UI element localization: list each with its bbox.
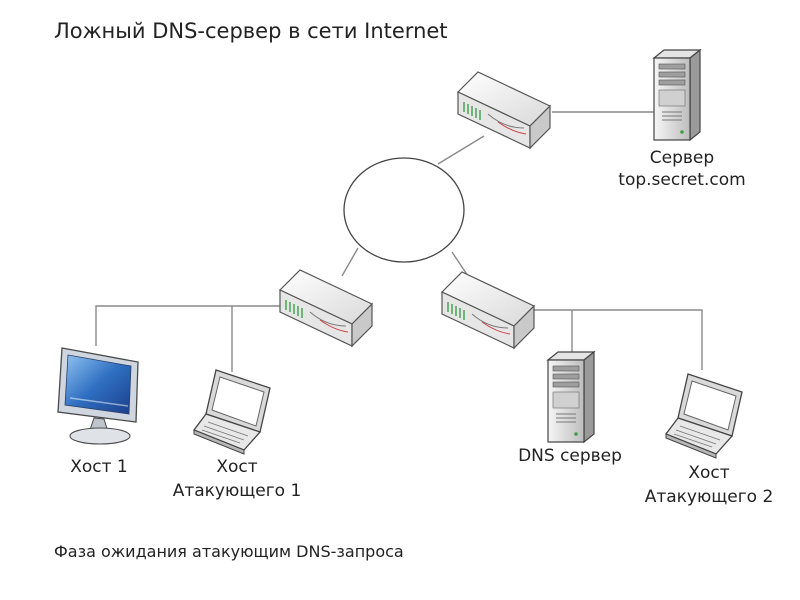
web-server-icon bbox=[653, 49, 701, 141]
diagram-title: Ложный DNS-сервер в сети Internet bbox=[54, 19, 448, 43]
host1-label: Хост 1 bbox=[70, 457, 128, 477]
attacker1-laptop-icon bbox=[193, 369, 271, 455]
internet-cloud bbox=[343, 157, 465, 263]
link-cloud-right-router bbox=[451, 251, 469, 277]
attacker2-label-line2: Атакующего 2 bbox=[645, 487, 774, 507]
attacker2-laptop-icon bbox=[665, 373, 743, 459]
dns-server-icon bbox=[547, 351, 595, 443]
attacker2-label-line1: Хост bbox=[688, 463, 729, 483]
router-left-icon bbox=[279, 269, 373, 347]
network-links bbox=[95, 111, 703, 372]
router-right-icon bbox=[441, 271, 535, 349]
link-right-router-attacker2 bbox=[528, 309, 703, 370]
attacker1-label-line1: Хост bbox=[216, 457, 257, 477]
server-label-line1: Сервер bbox=[650, 148, 714, 168]
link-left-router-host1 bbox=[95, 305, 288, 346]
diagram-caption: Фаза ожидания атакующим DNS-запроса bbox=[54, 542, 404, 561]
link-top-router-cloud bbox=[437, 135, 485, 165]
server-label-line2: top.secret.com bbox=[618, 170, 745, 190]
router-top-icon bbox=[457, 71, 551, 149]
host1-monitor-icon bbox=[57, 347, 139, 445]
attacker1-label-line2: Атакующего 1 bbox=[173, 481, 302, 501]
dns-server-label: DNS сервер bbox=[518, 446, 622, 466]
link-cloud-left-router bbox=[341, 247, 359, 277]
